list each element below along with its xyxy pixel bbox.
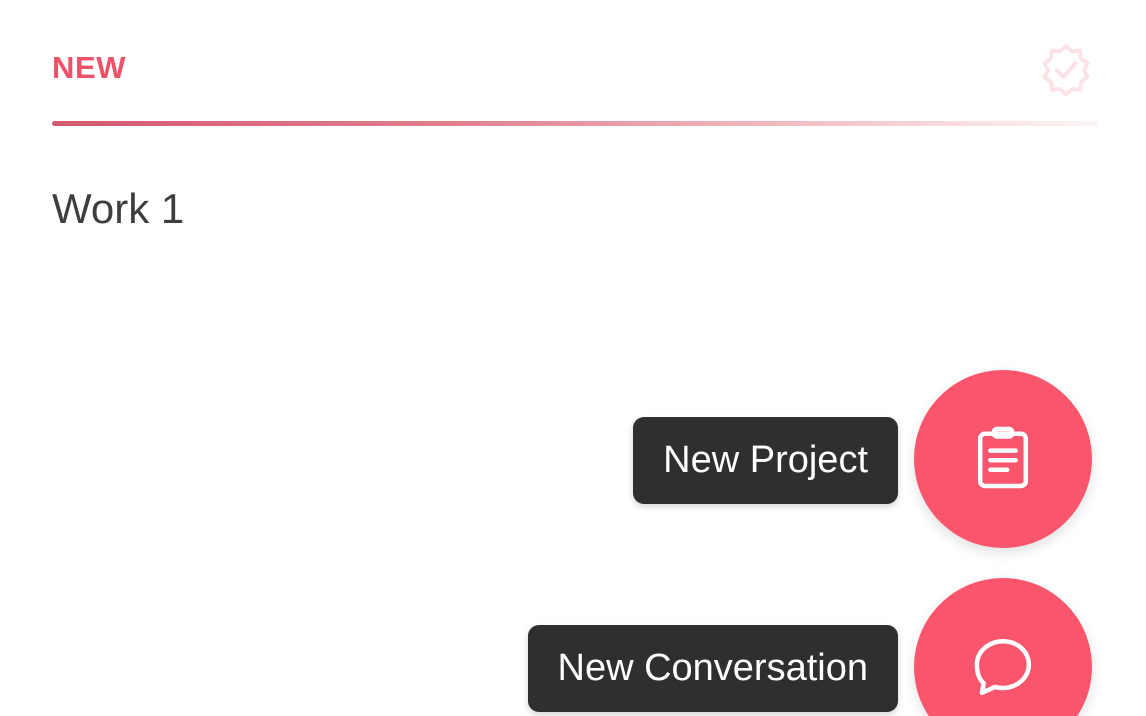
new-project-button[interactable] [914, 370, 1092, 548]
fab-tooltip-new-project: New Project [633, 416, 898, 504]
verified-check-badge-icon[interactable] [1036, 40, 1096, 100]
page-title: Work 1 [52, 185, 185, 232]
chat-bubble-icon [974, 638, 1032, 696]
verified-check-badge-glyph [1042, 44, 1090, 97]
fab-action-new-project[interactable]: New Project [0, 370, 1092, 548]
tab-underline-divider [52, 121, 1098, 126]
tab-new[interactable]: NEW [52, 50, 127, 85]
clipboard-icon [977, 426, 1029, 489]
fab-action-new-conversation[interactable]: New Conversation [0, 578, 1092, 716]
fab-tooltip-new-conversation: New Conversation [527, 624, 898, 712]
header: NEW [0, 0, 1146, 140]
new-conversation-button[interactable] [914, 578, 1092, 716]
